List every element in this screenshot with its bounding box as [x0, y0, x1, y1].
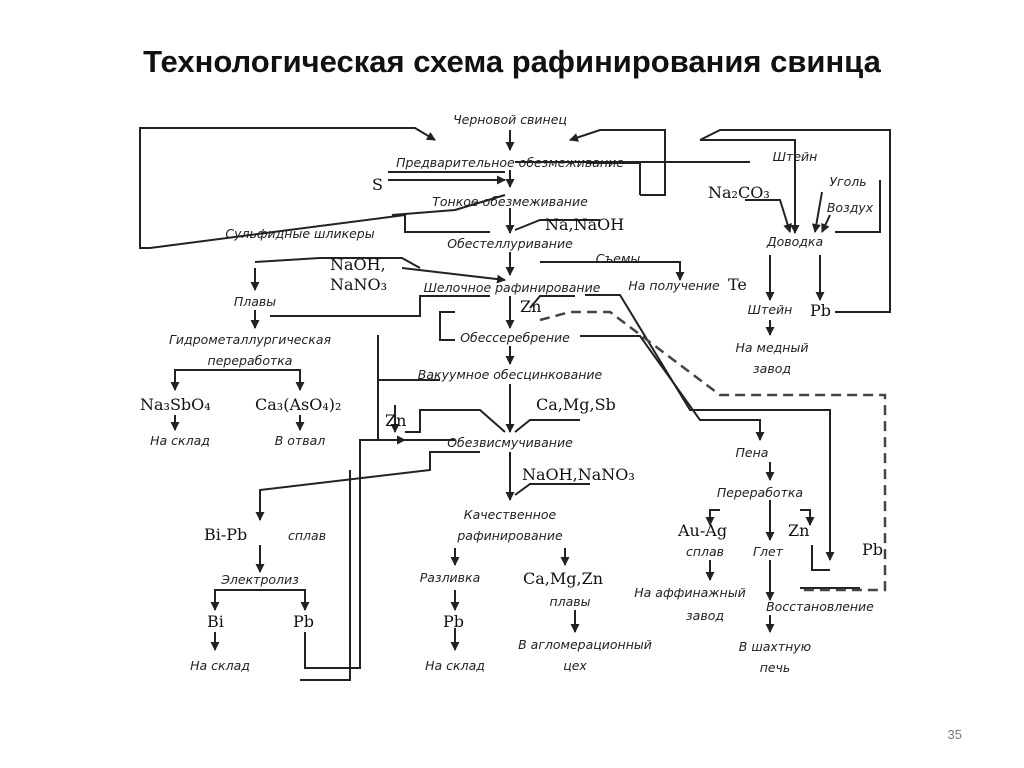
chem-pb-4: Pb: [862, 540, 883, 559]
flow-lines: [139, 127, 891, 681]
node-to-te: На получение: [628, 278, 720, 293]
node-melts: Плавы: [234, 294, 276, 309]
slide-title: Технологическая схема рафинирования свин…: [143, 44, 881, 79]
node-pre-decopper: Предварительное обезмеживание: [396, 155, 624, 170]
node-to-store-1: На склад: [150, 433, 210, 448]
chemical-labels: S Na,NaOH NaOH, NaNO₃ Zn Zn Ca,Mg,Sb NaO…: [140, 175, 883, 631]
node-refinery-1: На аффинажный: [634, 585, 745, 600]
chem-pb-3: Pb: [810, 301, 831, 320]
node-quality-ref-1: Качественное: [464, 507, 557, 522]
chem-zn-2: Zn: [385, 411, 406, 430]
node-shaft-2: печь: [760, 660, 791, 675]
chem-na2co3: Na₂CO₃: [708, 183, 770, 202]
node-agglo-1: В агломерационный: [518, 637, 652, 652]
chem-ca-mg-zn: Ca,Mg,Zn: [523, 569, 603, 588]
node-casting: Разливка: [420, 570, 481, 585]
node-debismuth: Обезвисмучивание: [447, 435, 573, 450]
chem-ca-mg-sb: Ca,Mg,Sb: [536, 395, 616, 414]
node-fine-decopper: Тонкое обезмеживание: [432, 194, 588, 209]
chem-zn-3: Zn: [788, 521, 809, 540]
chem-bi-pb: Bi-Pb: [204, 525, 247, 544]
chem-zn-1: Zn: [520, 297, 541, 316]
chem-au-ag: Au-Ag: [677, 521, 727, 540]
node-coal: Уголь: [829, 174, 866, 189]
node-hydro-2: переработка: [208, 353, 293, 368]
node-shaft-1: В шахтную: [739, 639, 811, 654]
process-labels: Черновой свинец Предварительное обезмежи…: [150, 112, 874, 675]
pb-return-loop: [539, 310, 887, 592]
node-to-store-3: На склад: [425, 658, 485, 673]
node-de-tellur: Обестеллуривание: [447, 236, 573, 251]
node-litharge: Глет: [753, 544, 784, 559]
node-crude-lead: Черновой свинец: [453, 112, 567, 127]
node-to-dump: В отвал: [275, 433, 326, 448]
recycle-loop-left: [139, 127, 490, 249]
chem-pb-1: Pb: [293, 612, 314, 631]
page-number: 35: [947, 727, 962, 742]
node-to-store-2: На склад: [190, 658, 250, 673]
node-quality-ref-2: рафинирование: [456, 528, 563, 543]
node-foam: Пена: [736, 445, 769, 460]
chem-te: Te: [728, 275, 747, 294]
node-agglo-2: цех: [563, 658, 587, 673]
node-alkaline-ref: Шелочное рафинирование: [424, 280, 601, 295]
chem-s: S: [372, 175, 383, 194]
chem-bi: Bi: [207, 612, 224, 631]
node-desilver: Обессеребрение: [460, 330, 570, 345]
node-finishing: Доводка: [766, 234, 823, 249]
node-hydro-1: Гидрометаллургическая: [169, 332, 332, 347]
node-auag-alloy: сплав: [686, 544, 724, 559]
chem-ca3aso4: Ca₃(AsO₄)₂: [255, 395, 341, 414]
node-matte-2: Штейн: [748, 302, 793, 317]
chem-naoh: NaOH,: [330, 255, 386, 274]
chem-na3sbo4: Na₃SbO₄: [140, 395, 211, 414]
node-electrolysis: Электролиз: [220, 572, 299, 587]
node-refinery-2: завод: [686, 608, 724, 623]
node-copper-plant-1: На медный: [736, 340, 809, 355]
node-matte-1: Штейн: [773, 149, 818, 164]
chem-pb-2: Pb: [443, 612, 464, 631]
node-air: Воздух: [827, 200, 874, 215]
node-processing: Переработка: [717, 485, 803, 500]
node-sulfide-skimmers: Сульфидные шликеры: [225, 226, 374, 241]
node-reduction: Восстановление: [766, 599, 874, 614]
node-vac-dezinc: Вакуумное обесцинкование: [418, 367, 603, 382]
chem-naoh-nano3: NaOH,NaNO₃: [522, 465, 635, 484]
chem-na-naoh: Na,NaOH: [545, 215, 624, 234]
node-melts-2: плавы: [549, 594, 590, 609]
chem-nano3: NaNO₃: [330, 275, 387, 294]
node-copper-plant-2: завод: [753, 361, 791, 376]
node-skims: Съемы: [596, 251, 641, 266]
node-bipb-alloy: сплав: [288, 528, 326, 543]
